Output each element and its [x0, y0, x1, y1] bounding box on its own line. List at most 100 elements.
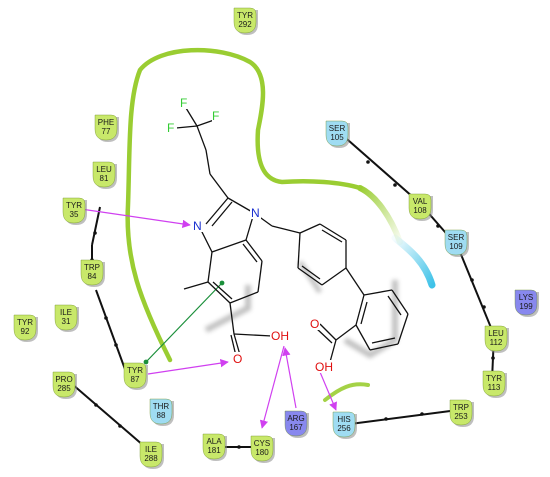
residue-bubble	[62, 197, 86, 224]
ligand-bonds	[175, 107, 409, 363]
residue-number: 288	[144, 454, 158, 463]
residue-name: TRP	[453, 403, 469, 412]
residue-number: 253	[454, 412, 468, 421]
atom-n2: N	[251, 206, 260, 220]
residue-name: LEU	[488, 329, 504, 338]
residue-bubble	[284, 410, 308, 437]
residue-number: 285	[57, 384, 71, 393]
residue-name: TYR	[127, 366, 143, 375]
residue-bubble	[94, 114, 118, 141]
atom-f3: F	[212, 109, 219, 123]
residue-bubble	[149, 398, 173, 425]
residue-number: 292	[238, 20, 252, 29]
atom-labels: F F F N N O OH O OH	[167, 96, 334, 374]
residue-name: CYS	[254, 439, 270, 448]
pocket-outline	[125, 47, 436, 402]
residue-name: ARG	[287, 414, 304, 423]
residue-number: 84	[88, 272, 97, 281]
residue-number: 77	[102, 127, 111, 136]
residue-name: TRP	[84, 263, 100, 272]
residue-name: HIS	[337, 415, 350, 424]
atom-o1: O	[233, 352, 242, 366]
residue-bubble	[80, 259, 104, 286]
residue-name: TYR	[486, 374, 502, 383]
residue-bubble	[325, 120, 349, 147]
residue-bubble	[233, 7, 257, 34]
hbond-tyr87	[147, 358, 229, 375]
solvent-exposure-halos	[204, 260, 398, 359]
residue-bubble	[202, 433, 226, 460]
residue-number: 167	[289, 423, 303, 432]
residue-number: 113	[488, 383, 501, 392]
residue-bubble	[250, 435, 274, 462]
residue-layer: TYR292PHE77LEU81TYR35TRP84ILE31TYR92PRO2…	[13, 7, 539, 469]
residue-name: SER	[329, 124, 346, 133]
residue-name: THR	[153, 402, 170, 411]
residue-number: 181	[207, 446, 221, 455]
residue-bubble	[139, 441, 163, 468]
residue-bubble	[449, 399, 473, 426]
residue-number: 112	[490, 338, 503, 347]
atom-o2: O	[310, 317, 319, 331]
residue-number: 88	[157, 411, 166, 420]
residue-number: 35	[70, 210, 79, 219]
hbond-oh-cys180	[259, 345, 285, 429]
residue-number: 105	[330, 133, 344, 142]
atom-f1: F	[180, 96, 187, 110]
residue-bubble	[514, 289, 538, 316]
atom-oh2: OH	[315, 360, 333, 374]
residue-number: 180	[255, 448, 269, 457]
residue-number: 92	[21, 327, 30, 336]
residue-bubble	[123, 362, 147, 389]
residue-name: TYR	[237, 11, 253, 20]
residue-name: ILE	[60, 308, 72, 317]
residue-name: VAL	[413, 197, 428, 206]
residue-bubble	[484, 325, 508, 352]
atom-f2: F	[167, 121, 174, 135]
residue-name: ILE	[145, 445, 157, 454]
residue-number: 109	[449, 242, 463, 251]
pi-stack-tyr87	[143, 280, 225, 365]
residue-number: 81	[100, 174, 109, 183]
residue-name: SER	[448, 233, 465, 242]
residue-name: PRO	[55, 375, 72, 384]
residue-bubble	[92, 161, 116, 188]
residue-number: 108	[413, 206, 427, 215]
residue-bubble	[13, 314, 37, 341]
residue-name: LEU	[96, 165, 112, 174]
hbond-tyr35	[73, 207, 191, 229]
residue-name: TYR	[66, 201, 82, 210]
residue-bubble	[52, 371, 76, 398]
residue-bubble	[444, 229, 468, 256]
residue-name: TYR	[17, 318, 33, 327]
residue-bubble	[332, 411, 356, 438]
hbond-arg167-o	[282, 347, 297, 409]
hbond-oh-his256	[319, 371, 337, 411]
residue-number: 199	[519, 302, 533, 311]
backbone-dots	[90, 160, 495, 449]
atom-n1: N	[193, 219, 202, 233]
residue-number: 87	[131, 375, 140, 384]
residue-bubble	[408, 193, 432, 220]
ligand: F F F N N O OH O OH	[167, 96, 409, 374]
